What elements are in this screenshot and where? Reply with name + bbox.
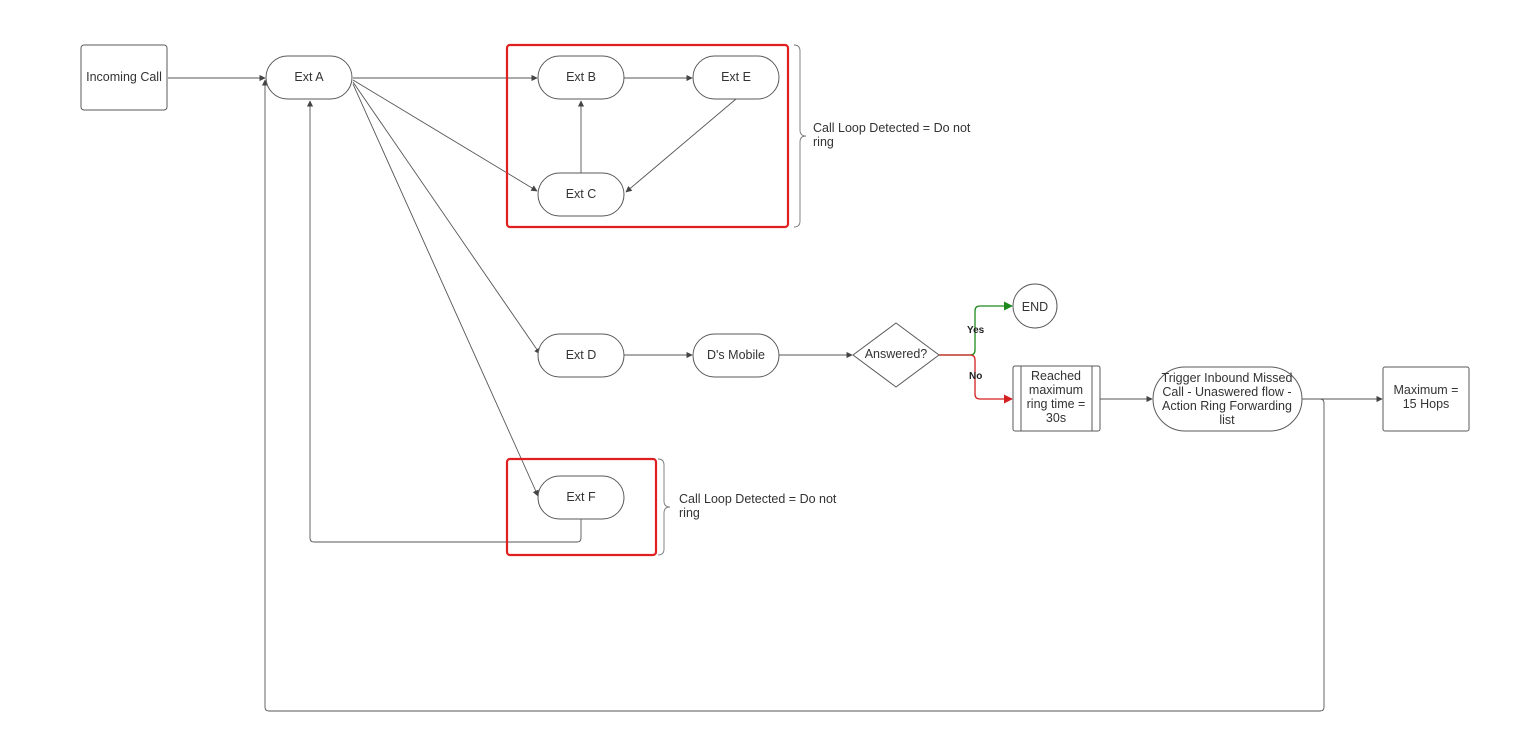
edge-exta-to-extf: [352, 83, 539, 497]
node-maximum-hops[interactable]: Maximum = 15 Hops: [1382, 366, 1470, 432]
node-trigger-line-3: Action Ring Forwarding: [1162, 399, 1292, 413]
edges: [168, 74, 1383, 712]
node-reached-line-3: ring time =: [1027, 397, 1086, 411]
node-reached-line-2: maximum: [1029, 383, 1083, 397]
node-end[interactable]: END: [1012, 283, 1058, 329]
node-end-label: END: [1022, 300, 1048, 314]
node-ext-a-label: Ext A: [294, 70, 324, 84]
node-reached-line-4: 30s: [1046, 411, 1066, 425]
loop-highlight-bottom: [505, 457, 658, 557]
node-incoming-call[interactable]: Incoming Call: [80, 44, 168, 111]
brace-bottom: [657, 458, 671, 556]
edge-extf-back-to-exta: [306, 100, 582, 543]
node-ds-mobile-label: D's Mobile: [707, 348, 765, 362]
brace-top: [793, 44, 807, 228]
node-answered-label: Answered?: [865, 347, 928, 361]
node-maximum-line-2: 15 Hops: [1403, 397, 1450, 411]
node-incoming-call-label: Incoming Call: [86, 70, 162, 84]
node-ext-b[interactable]: Ext B: [537, 55, 625, 100]
edge-exta-to-extc: [352, 79, 538, 192]
node-ext-f[interactable]: Ext F: [537, 475, 625, 520]
edge-exte-to-extc: [625, 98, 737, 193]
edge-label-no: No: [969, 371, 982, 382]
node-ext-f-label: Ext F: [566, 490, 596, 504]
annotation-loop-bottom-line-1: Call Loop Detected = Do not: [679, 492, 837, 506]
edge-exta-to-extd: [352, 81, 541, 355]
node-ext-e[interactable]: Ext E: [692, 55, 780, 100]
node-ext-c-label: Ext C: [566, 187, 597, 201]
loop-highlight-top: [505, 43, 790, 229]
node-ext-a[interactable]: Ext A: [265, 55, 353, 100]
node-answered-decision[interactable]: Answered?: [852, 322, 940, 388]
node-reached-line-1: Reached: [1031, 369, 1081, 383]
node-ext-c[interactable]: Ext C: [537, 172, 625, 217]
node-ext-d[interactable]: Ext D: [537, 333, 625, 378]
annotation-loop-top-line-2: ring: [813, 135, 834, 149]
node-ext-e-label: Ext E: [721, 70, 751, 84]
node-trigger-line-1: Trigger Inbound Missed: [1162, 371, 1293, 385]
annotation-loop-bottom-line-2: ring: [679, 506, 700, 520]
edge-label-yes: Yes: [967, 325, 985, 336]
node-maximum-line-1: Maximum =: [1394, 383, 1459, 397]
annotation-loop-top-line-1: Call Loop Detected = Do not: [813, 121, 971, 135]
node-ds-mobile[interactable]: D's Mobile: [692, 333, 780, 378]
node-reached-max-ring-time[interactable]: Reached maximum ring time = 30s: [1012, 365, 1101, 432]
node-ext-b-label: Ext B: [566, 70, 596, 84]
node-trigger-line-4: list: [1219, 413, 1235, 427]
node-trigger-missed-call[interactable]: Trigger Inbound Missed Call - Unaswered …: [1152, 366, 1303, 432]
edge-trigger-loop-back-to-exta: [261, 79, 1325, 712]
edge-answered-no-to-reached: [939, 354, 1013, 404]
node-trigger-line-2: Call - Unaswered flow -: [1162, 385, 1291, 399]
node-ext-d-label: Ext D: [566, 348, 597, 362]
